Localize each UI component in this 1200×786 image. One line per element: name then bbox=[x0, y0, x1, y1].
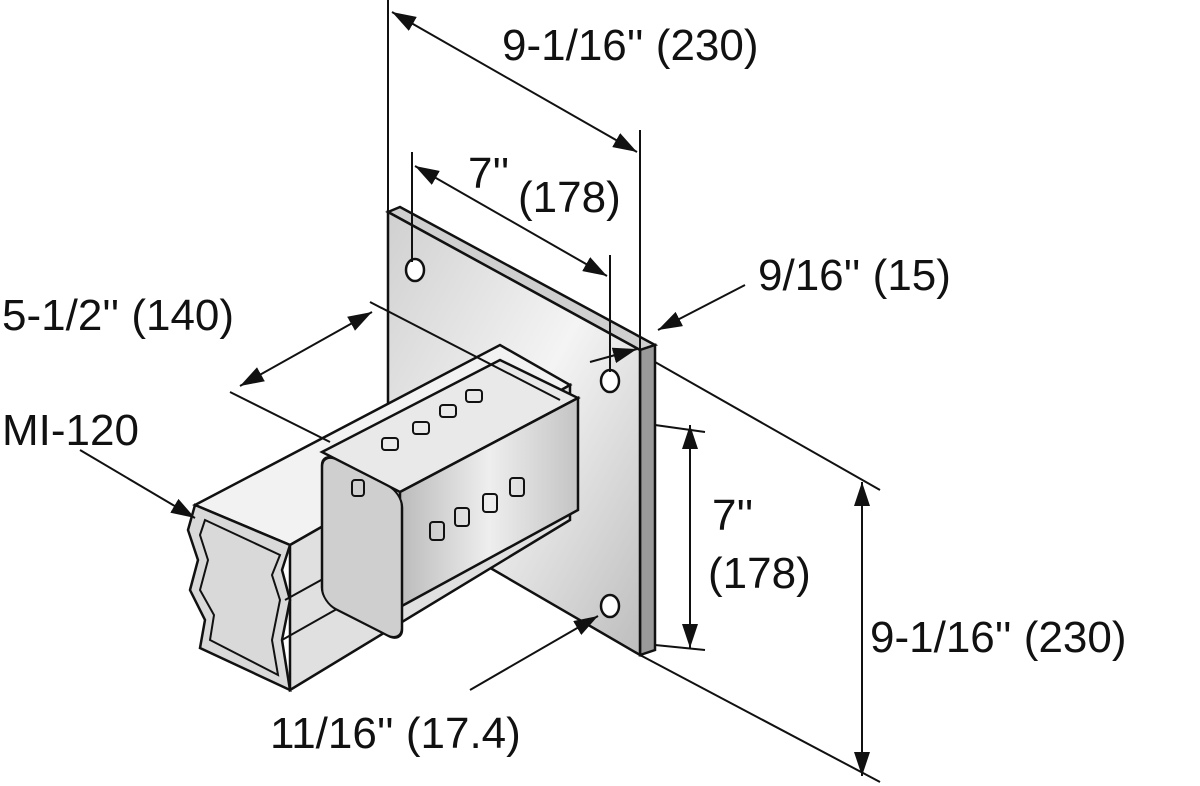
hole-spacing-v-mm-label: (178) bbox=[708, 549, 811, 598]
plate-thickness-label: 9/16'' (15) bbox=[758, 251, 951, 300]
connector-box bbox=[319, 358, 581, 639]
dimension-lines bbox=[79, 0, 881, 783]
hole-spacing-h-in-label: 7'' bbox=[468, 149, 509, 198]
hole-spacing-v-in-label: 7'' bbox=[712, 491, 753, 540]
bolt-hole bbox=[599, 593, 621, 619]
plate-width-label: 9-1/16'' (230) bbox=[502, 21, 759, 70]
channel-label: MI-120 bbox=[2, 406, 139, 455]
plate-height-label: 9-1/16'' (230) bbox=[870, 613, 1127, 662]
bolt-hole bbox=[599, 368, 621, 394]
hole-diameter-label: 11/16'' (17.4) bbox=[270, 709, 521, 758]
bolt-hole bbox=[404, 257, 426, 283]
hole-spacing-h-mm-label: (178) bbox=[518, 173, 621, 222]
connector-length-label: 5-1/2'' (140) bbox=[2, 291, 234, 340]
